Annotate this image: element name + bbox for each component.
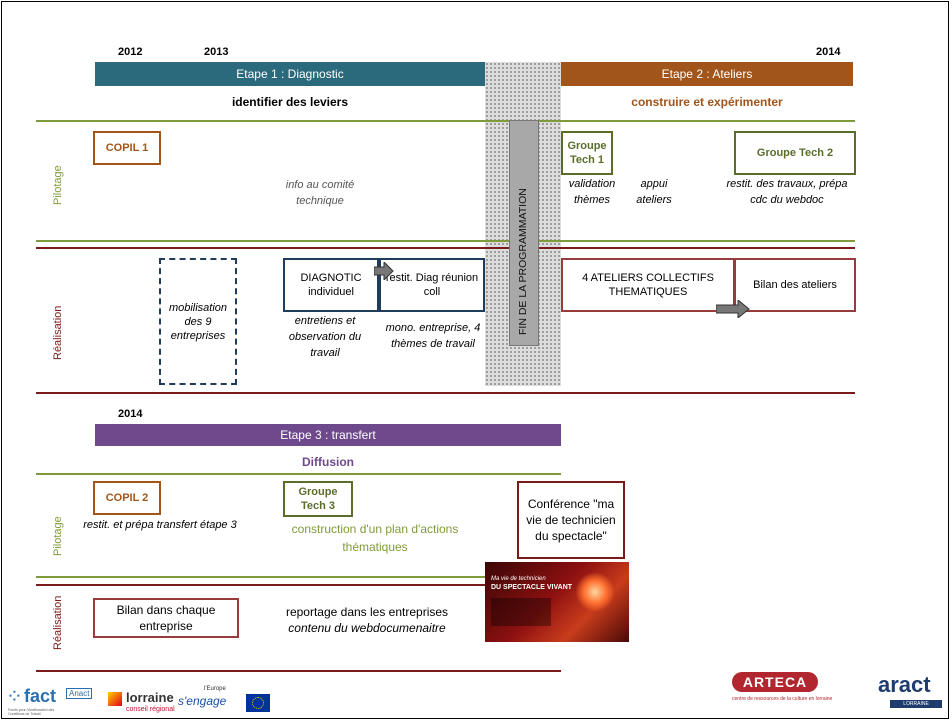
conference-box: Conférence "ma vie de technicien du spec… xyxy=(517,481,625,559)
aract-sub-text: LORRAINE xyxy=(890,700,942,708)
realisation-top-rule xyxy=(36,247,855,249)
restit-travaux-note: restit. des travaux, prépa cdc du webdoc xyxy=(726,178,848,206)
fact-caption: Fonds pour l'Amélioration des Conditions… xyxy=(8,708,55,716)
groupe-tech1-box: Groupe Tech 1 xyxy=(561,131,613,175)
pilotage-bottom-rule xyxy=(36,240,855,242)
year-2013: 2013 xyxy=(204,46,229,58)
pilotage2-top-rule xyxy=(36,473,561,475)
restit-diag-box: restit. Diag réunion coll xyxy=(379,258,485,312)
mobilisation-text: mobilisation des 9 entreprises xyxy=(168,301,228,342)
engage-text: s'engage xyxy=(178,694,227,708)
diagnotic-box: DIAGNOTIC individuel xyxy=(283,258,379,312)
copil1-box: COPIL 1 xyxy=(93,131,161,165)
bilan-entreprise-box: Bilan dans chaque entreprise xyxy=(93,598,239,638)
lorraine-logo: lorraine conseil régional xyxy=(108,688,178,716)
fin-programmation-text: FIN DE LA PROGRAMMATION xyxy=(517,188,529,335)
fin-programmation-box: FIN DE LA PROGRAMMATION xyxy=(509,120,539,346)
fact-text: fact xyxy=(24,686,57,706)
year-2014-section2: 2014 xyxy=(118,408,143,420)
thumb-line2: DU SPECTACLE VIVANT xyxy=(491,584,573,591)
arteca-text: ARTECA xyxy=(732,672,818,692)
realisation2-bottom-rule xyxy=(36,670,561,672)
entretiens-note: entretiens et observation du travail xyxy=(288,315,362,359)
realisation-label: Réalisation xyxy=(52,305,64,360)
fact-dot-icon: ⁘ xyxy=(6,686,23,708)
engage-logo: l'Europe s'engage xyxy=(178,686,238,716)
construction-note: construction d'un plan d'actions thémati… xyxy=(291,522,459,554)
etape2-subtitle: construire et expérimenter xyxy=(631,95,783,109)
etape2-bar: Etape 2 : Ateliers xyxy=(561,62,853,86)
etape1-subtitle: identifier des leviers xyxy=(231,95,349,109)
anact-text: Anact xyxy=(66,688,93,699)
copil2-box: COPIL 2 xyxy=(93,481,161,515)
realisation-bottom-rule xyxy=(36,392,855,394)
arteca-sub-text: centre de ressources de la culture en lo… xyxy=(732,696,833,702)
mono-note: mono. entreprise, 4 thèmes de travail xyxy=(385,322,481,350)
europe-text: l'Europe xyxy=(204,686,226,692)
mobilisation-box: mobilisation des 9 entreprises xyxy=(159,258,237,385)
arrow-right-icon xyxy=(374,262,394,280)
thumb-line1: Ma vie de technicien xyxy=(491,576,546,582)
fact-logo: ⁘ fact Anact Fonds pour l'Amélioration d… xyxy=(6,686,106,716)
aract-text: aract xyxy=(878,672,931,697)
validation-note: validation thèmes xyxy=(568,178,616,206)
groupe-tech2-box: Groupe Tech 2 xyxy=(734,131,856,175)
thumb-panel xyxy=(491,598,551,626)
lorraine-text: lorraine xyxy=(126,690,174,705)
bilan-ateliers-box: Bilan des ateliers xyxy=(734,258,856,312)
etape3-bar: Etape 3 : transfert xyxy=(95,424,561,446)
thumb-light xyxy=(575,572,615,612)
eu-stars-icon xyxy=(252,697,264,709)
ateliers-box: 4 ATELIERS COLLECTIFS THEMATIQUES xyxy=(561,258,735,312)
lorraine-sub-text: conseil régional xyxy=(126,706,175,713)
year-2014: 2014 xyxy=(816,46,841,58)
pilotage-top-rule xyxy=(36,120,855,122)
arrow-right-icon-2 xyxy=(716,300,750,318)
year-2012: 2012 xyxy=(118,46,143,58)
appui-note: appui ateliers xyxy=(636,178,672,206)
eu-flag-icon xyxy=(246,694,270,712)
pilotage2-label: Pilotage xyxy=(52,516,64,556)
contenu-text: contenu du webdocumenaitre xyxy=(288,621,446,635)
arteca-logo: ARTECA centre de ressources de la cultur… xyxy=(732,672,852,716)
info-comite-note: info au comité technique xyxy=(285,179,355,207)
diffusion-subtitle: Diffusion xyxy=(302,455,354,469)
aract-logo: aract LORRAINE xyxy=(878,672,944,712)
pilotage2-bottom-rule xyxy=(36,576,561,578)
pilotage-label: Pilotage xyxy=(52,165,64,205)
webdoc-thumbnail: Ma vie de technicien DU SPECTACLE VIVANT xyxy=(485,562,629,642)
realisation2-top-rule xyxy=(36,584,561,586)
lorraine-mark-icon xyxy=(108,692,122,706)
restit-prepa-note: restit. et prépa transfert étape 3 xyxy=(83,519,237,531)
etape1-bar: Etape 1 : Diagnostic xyxy=(95,62,485,86)
groupe-tech3-box: Groupe Tech 3 xyxy=(283,481,353,517)
realisation2-label: Réalisation xyxy=(52,595,64,650)
reportage-text: reportage dans les entreprises xyxy=(285,605,449,619)
